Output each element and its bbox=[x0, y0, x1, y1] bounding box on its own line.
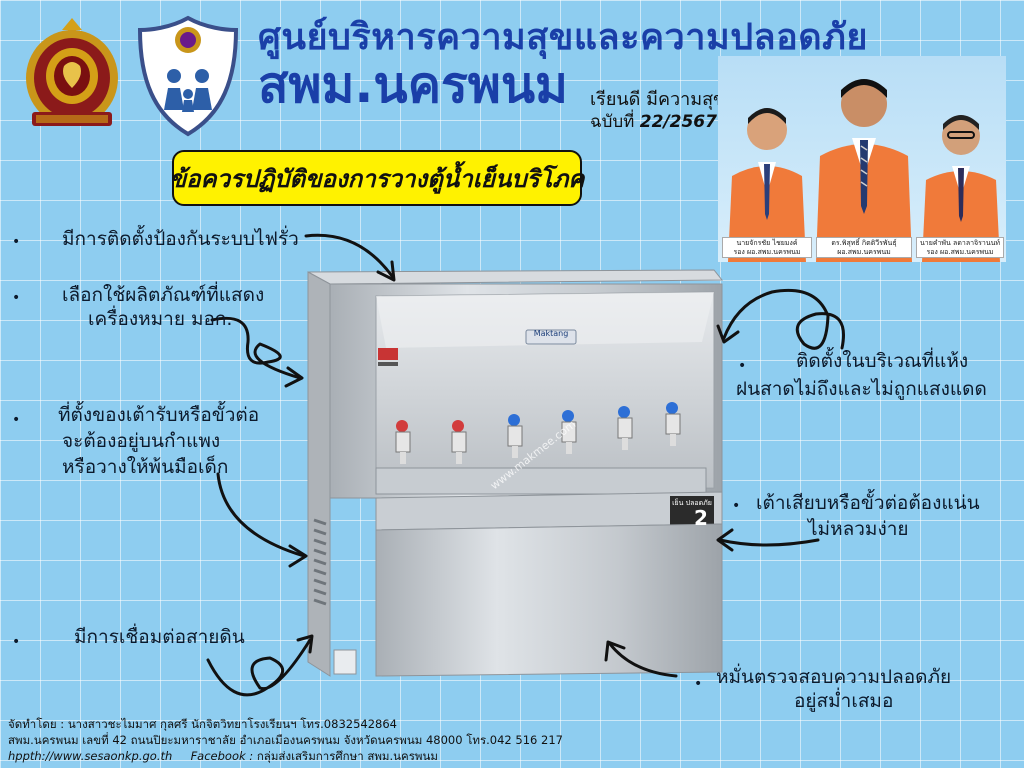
bullet-6: • bbox=[732, 498, 741, 514]
caption-center-role: ผอ.สพม.นครพนม bbox=[837, 247, 891, 256]
facebook-page[interactable]: กลุ่มส่งเสริมการศึกษา สพม.นครพนม bbox=[253, 749, 438, 764]
topic-banner: ข้อควรปฏิบัติของการวางตู้น้ำเย็นบริโภค bbox=[170, 150, 584, 206]
tip-tight-plug-1: เต้าเสียบหรือขั้วต่อต้องแน่น bbox=[756, 492, 980, 514]
bullet-5: • bbox=[738, 358, 747, 374]
tip-regular-check-1: หมั่นตรวจสอบความปลอดภัย bbox=[716, 666, 952, 688]
tip-socket-location-1: ที่ตั้งของเต้ารับหรือขั้วต่อ bbox=[58, 404, 260, 426]
tip-tight-plug-2: ไม่หลวมง่าย bbox=[808, 518, 909, 540]
bullet-4: • bbox=[12, 634, 21, 650]
slogan: เรียนดี มีความสุข bbox=[590, 89, 726, 110]
footer-address: สพม.นครพนม เลขที่ 42 ถนนปิยะมหาราชาลัย อ… bbox=[8, 733, 563, 748]
bullet-2: • bbox=[12, 290, 21, 306]
tip-socket-location-3: หรือวางให้พ้นมือเด็ก bbox=[62, 456, 229, 478]
person-center bbox=[814, 66, 914, 262]
tip-socket-location-2: จะต้องอยู่บนกำแพง bbox=[62, 430, 221, 452]
tip-regular-check-2: อยู่สม่ำเสมอ bbox=[794, 690, 894, 712]
executives-photo: นายจักรชัย ไชยมงค์ รอง ผอ.สพม.นครพนม ดร.… bbox=[718, 56, 1006, 262]
tip-tis-standard-2: เครื่องหมาย มอก. bbox=[88, 308, 233, 330]
footer-author: จัดทำโดย : นางสาวชะไมมาศ กุลศรี นักจิตวิ… bbox=[8, 717, 397, 731]
caption-right: นายคำพัน ลดาลาจิรานนท์ รอง ผอ.สพม.นครพนม bbox=[916, 237, 1004, 258]
page-title: ศูนย์บริหารความสุขและความปลอดภัย bbox=[258, 17, 868, 58]
issue-label: ฉบับที่ bbox=[590, 112, 640, 132]
water-cooler-image: Maktang www.makmee.com เย็น ปลอดภัย 2 bbox=[300, 262, 730, 682]
caption-right-name: นายคำพัน ลดาลาจิรานนท์ bbox=[920, 239, 1001, 248]
bullet-3: • bbox=[12, 412, 21, 428]
bullet-1: • bbox=[12, 234, 21, 250]
plate-label: เย็น ปลอดภัย bbox=[672, 499, 712, 507]
caption-left-name: นายจักรชัย ไชยมงค์ bbox=[736, 239, 798, 248]
facebook-label: Facebook : bbox=[190, 749, 254, 764]
tip-tis-standard-1: เลือกใช้ผลิตภัณฑ์ที่แสดง bbox=[62, 284, 265, 306]
royal-emblem-icon bbox=[18, 14, 126, 132]
caption-left-role: รอง ผอ.สพม.นครพนม bbox=[733, 247, 801, 256]
issue-value: 22/2567 bbox=[639, 112, 717, 132]
footer-credits: จัดทำโดย : นางสาวชะไมมาศ กุลศรี นักจิตวิ… bbox=[8, 716, 563, 764]
brand-label: Maktang bbox=[533, 329, 569, 338]
caption-center: ดร.พิสุทธิ์ กิตติวีรพันธุ์ ผอ.สพม.นครพนม bbox=[816, 237, 912, 258]
tip-dry-location-1: ติดตั้งในบริเวณที่แห้ง bbox=[796, 350, 969, 372]
website-link[interactable]: hppth://www.sesaonkp.go.th bbox=[8, 749, 173, 764]
office-name: สพม.นครพนม bbox=[258, 56, 569, 114]
caption-left: นายจักรชัย ไชยมงค์ รอง ผอ.สพม.นครพนม bbox=[722, 237, 812, 258]
tip-dry-location-2: ฝนสาดไม่ถึงและไม่ถูกแสงแดด bbox=[736, 378, 987, 400]
footer-links: hppth://www.sesaonkp.go.th Facebook : กล… bbox=[8, 748, 563, 764]
family-shield-icon bbox=[136, 14, 240, 138]
tip-grounding: มีการเชื่อมต่อสายดิน bbox=[74, 626, 245, 648]
caption-center-name: ดร.พิสุทธิ์ กิตติวีรพันธุ์ bbox=[831, 239, 897, 248]
issue-number: ฉบับที่ 22/2567 bbox=[590, 108, 717, 135]
bullet-7: • bbox=[694, 676, 703, 692]
tip-electric-leak: มีการติดตั้งป้องกันระบบไฟรั่ว bbox=[62, 228, 299, 250]
model-number: 2 bbox=[694, 506, 708, 530]
caption-right-role: รอง ผอ.สพม.นครพนม bbox=[926, 247, 994, 256]
